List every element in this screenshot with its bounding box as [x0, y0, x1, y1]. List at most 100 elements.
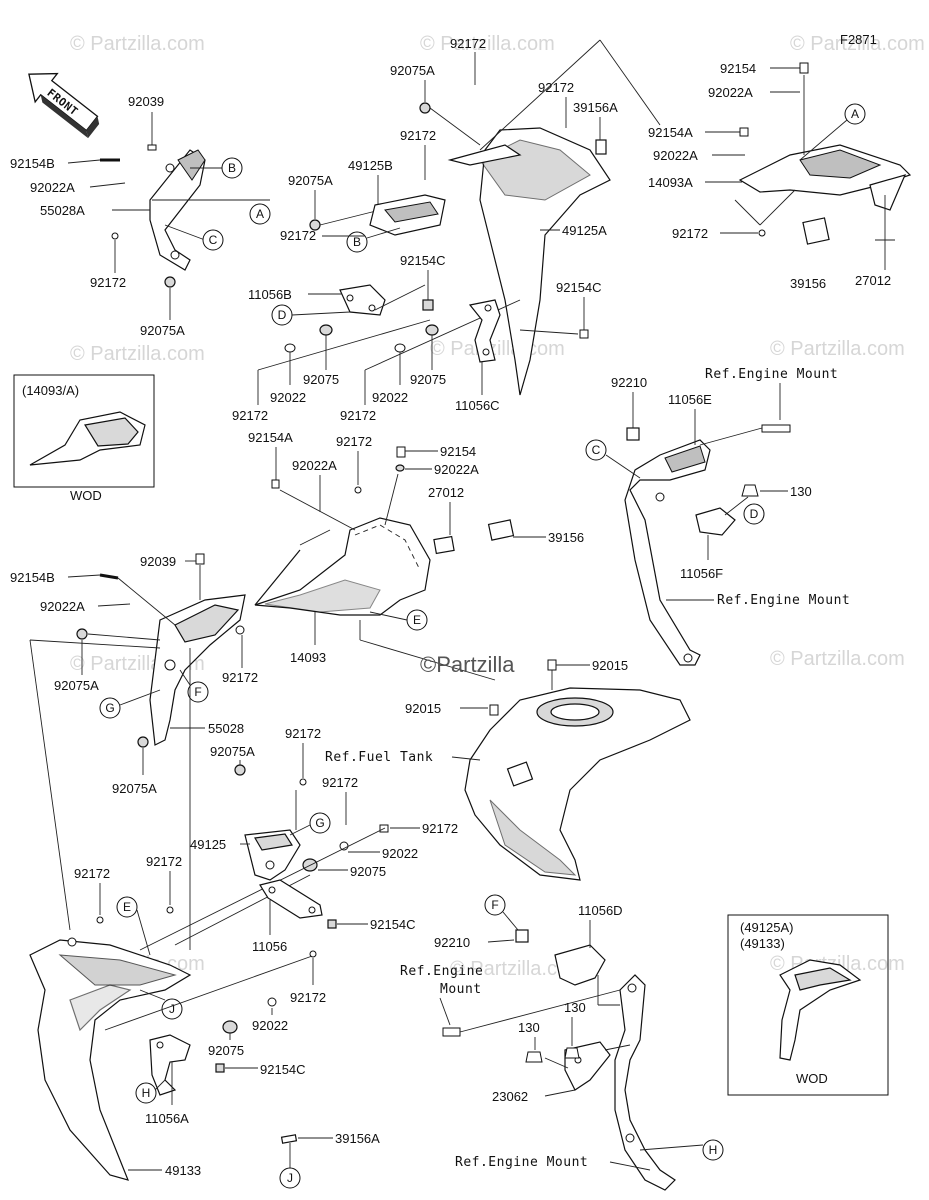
label-92075A: 92075A [288, 173, 333, 188]
watermark: © Partzilla.com [70, 33, 205, 55]
callout-H [702, 1139, 724, 1161]
label-55028: 55028 [208, 721, 244, 736]
callout-G [99, 697, 121, 719]
fuel-tank [464, 687, 691, 881]
inset-caption-1: (49125A) [740, 920, 793, 935]
svg-text:D: D [750, 507, 759, 521]
label-39156: 39156 [790, 276, 826, 291]
label-92022A: 92022A [708, 85, 753, 100]
front-arrow: FRONT [28, 72, 100, 139]
cowl-49133 [29, 937, 192, 1181]
label-92172: 92172 [322, 775, 358, 790]
label-92172: 92172 [90, 275, 126, 290]
label-49133: 49133 [165, 1163, 201, 1178]
callout-E [116, 896, 138, 918]
label-92075A: 92075A [390, 63, 435, 78]
label-92015: 92015 [592, 658, 628, 673]
watermark: © Partzilla.com [770, 338, 905, 360]
label-92172: 92172 [672, 226, 708, 241]
bracket-11056 [259, 879, 323, 919]
callout-B [221, 157, 243, 179]
bracket-55028 [149, 594, 246, 746]
label-14093: 14093 [290, 650, 326, 665]
label-39156A: 39156A [335, 1131, 380, 1146]
label-92172: 92172 [400, 128, 436, 143]
callout-B [346, 231, 368, 253]
cowl-14093A [738, 144, 912, 211]
label-11056B: 11056B [248, 287, 292, 302]
svg-text:H: H [709, 1143, 718, 1157]
label-92154C: 92154C [260, 1062, 306, 1077]
label-39156A: 39156A [573, 100, 618, 115]
label-92075: 92075 [208, 1043, 244, 1058]
bracket-49125 [244, 829, 301, 881]
bracket-11056B [339, 284, 386, 316]
label-92022A: 92022A [30, 180, 75, 195]
grommet-92075A [164, 276, 176, 288]
inset-14093A: (14093/A) WOD [13, 374, 155, 503]
cowling-49125A [447, 39, 661, 396]
label-92039: 92039 [128, 94, 164, 109]
callout-A [844, 103, 866, 125]
cowl-14093 [254, 517, 431, 616]
inset-caption-2: (49133) [740, 936, 785, 951]
ref-engine-mount: Ref.Engine Mount [705, 367, 838, 382]
label-92022: 92022 [372, 390, 408, 405]
label-92075A: 92075A [140, 323, 185, 338]
label-23062: 23062 [492, 1089, 528, 1104]
svg-text:J: J [287, 1171, 293, 1185]
label-11056C: 11056C [455, 398, 500, 413]
bracket-11056E [624, 439, 711, 666]
svg-text:D: D [278, 308, 287, 322]
label-130: 130 [518, 1020, 540, 1035]
label-27012: 27012 [428, 485, 464, 500]
label-92154B: 92154B [10, 570, 55, 585]
label-92075A: 92075A [210, 744, 255, 759]
label-92172: 92172 [450, 36, 486, 51]
ref-engine-mount: Ref.Engine Mount [455, 1155, 588, 1170]
figure-code: F2871 [840, 32, 877, 47]
label-92154: 92154 [440, 444, 476, 459]
label-49125A: 49125A [562, 223, 607, 238]
bracket-11056C [468, 299, 501, 363]
inset-footer: WOD [70, 488, 102, 503]
label-92172: 92172 [74, 866, 110, 881]
label-92172: 92172 [422, 821, 458, 836]
callout-C [202, 229, 224, 251]
label-49125: 49125 [190, 837, 226, 852]
label-92154C: 92154C [400, 253, 446, 268]
label-92154A: 92154A [248, 430, 293, 445]
label-92210: 92210 [434, 935, 470, 950]
ref-mount: Mount [440, 982, 482, 997]
label-92022A: 92022A [434, 462, 479, 477]
label-55028A: 55028A [40, 203, 85, 218]
label-92022A: 92022A [40, 599, 85, 614]
watermark: © Partzilla.com [420, 33, 555, 55]
label-92172: 92172 [340, 408, 376, 423]
ref-engine: Ref.Engine [400, 964, 483, 979]
bracket-11056A [149, 1034, 191, 1096]
svg-text:H: H [142, 1086, 151, 1100]
watermark: © Partzilla.com [770, 648, 905, 670]
label-92015: 92015 [405, 701, 441, 716]
watermark-center: ©Partzilla [420, 652, 515, 677]
label-92172: 92172 [285, 726, 321, 741]
label-92154C: 92154C [556, 280, 602, 295]
label-92075: 92075 [350, 864, 386, 879]
svg-text:C: C [592, 443, 601, 457]
svg-text:A: A [256, 207, 264, 221]
svg-text:G: G [315, 816, 324, 830]
label-92172: 92172 [146, 854, 182, 869]
label-92075A: 92075A [54, 678, 99, 693]
label-27012: 27012 [855, 273, 891, 288]
label-92154C: 92154C [370, 917, 416, 932]
svg-text:B: B [353, 235, 361, 249]
label-11056F: 11056F [680, 566, 723, 581]
svg-text:F: F [491, 898, 498, 912]
svg-text:F: F [194, 685, 201, 699]
label-11056E: 11056E [668, 392, 712, 407]
label-11056D: 11056D [578, 903, 623, 918]
svg-text:E: E [123, 900, 131, 914]
label-92022: 92022 [382, 846, 418, 861]
